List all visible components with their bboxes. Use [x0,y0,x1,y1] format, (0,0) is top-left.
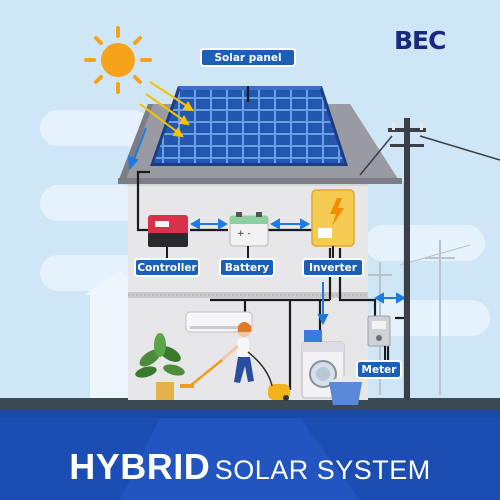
flow-arrows [127,127,407,326]
meter-device [367,315,391,347]
label-leaders [166,246,386,360]
potted-plant [135,333,185,400]
battery-device: + - [229,212,269,247]
label-solar-panel: Solar panel [200,48,296,67]
bec-logo: BEC [394,26,446,55]
banner-title-bold: HYBRID [69,446,211,487]
solar-panel [150,86,348,166]
controller-device [148,215,188,247]
power-pole [359,118,500,400]
label-battery: Battery [219,258,275,277]
person-vacuuming [180,322,290,401]
svg-text:+ -: + - [237,229,251,239]
laundry-basket [329,376,362,405]
label-meter: Meter [356,360,402,379]
ground [0,398,500,410]
inverter-device [311,189,355,247]
label-controller: Controller [134,258,200,277]
banner-title-light: SOLAR SYSTEM [214,455,431,485]
sun-rays [139,81,194,138]
background-clouds [40,110,490,400]
sun-icon [84,26,152,94]
banner-title: HYBRID SOLAR SYSTEM [0,446,500,488]
banner [0,410,500,500]
air-conditioner [185,311,253,333]
label-inverter: Inverter [302,258,364,277]
